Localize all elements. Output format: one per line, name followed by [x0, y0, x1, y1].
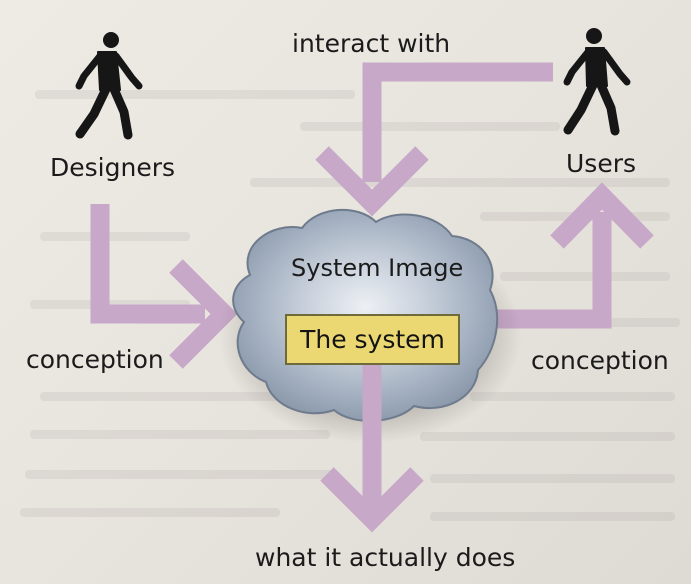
users-conception-arrowhead	[550, 182, 654, 249]
bleed-through-line	[30, 430, 330, 439]
walking-person-icon	[563, 28, 631, 136]
designers-conception-label: conception	[26, 345, 164, 374]
system-label: The system	[300, 325, 445, 354]
interact-with-arrow	[362, 62, 553, 182]
users-conception-arrow	[495, 212, 612, 329]
system-box: The system	[285, 314, 460, 365]
bleed-through-line	[430, 474, 675, 483]
users-conception-label: conception	[531, 346, 669, 375]
what-it-does-label: what it actually does	[255, 543, 516, 572]
designers-label: Designers	[50, 153, 175, 182]
bleed-through-line	[40, 392, 280, 401]
bleed-through-line	[470, 392, 675, 401]
bleed-through-line	[40, 232, 190, 241]
interact-with-arrowhead	[315, 146, 429, 217]
what-it-does-arrowhead	[320, 467, 424, 533]
bleed-through-line	[500, 272, 670, 281]
walking-person-icon	[75, 32, 143, 140]
bleed-through-line	[430, 512, 675, 521]
bleed-through-line	[20, 508, 280, 517]
bleed-through-line	[420, 432, 675, 441]
bleed-through-line	[250, 178, 670, 187]
system-image-label: System Image	[291, 254, 464, 282]
users-label: Users	[566, 149, 637, 178]
bleed-through-line	[300, 122, 560, 131]
designers-conception-arrow	[90, 204, 205, 324]
interact-with-label: interact with	[292, 29, 451, 58]
bleed-through-line	[25, 470, 335, 479]
bleed-through-line	[35, 90, 355, 99]
